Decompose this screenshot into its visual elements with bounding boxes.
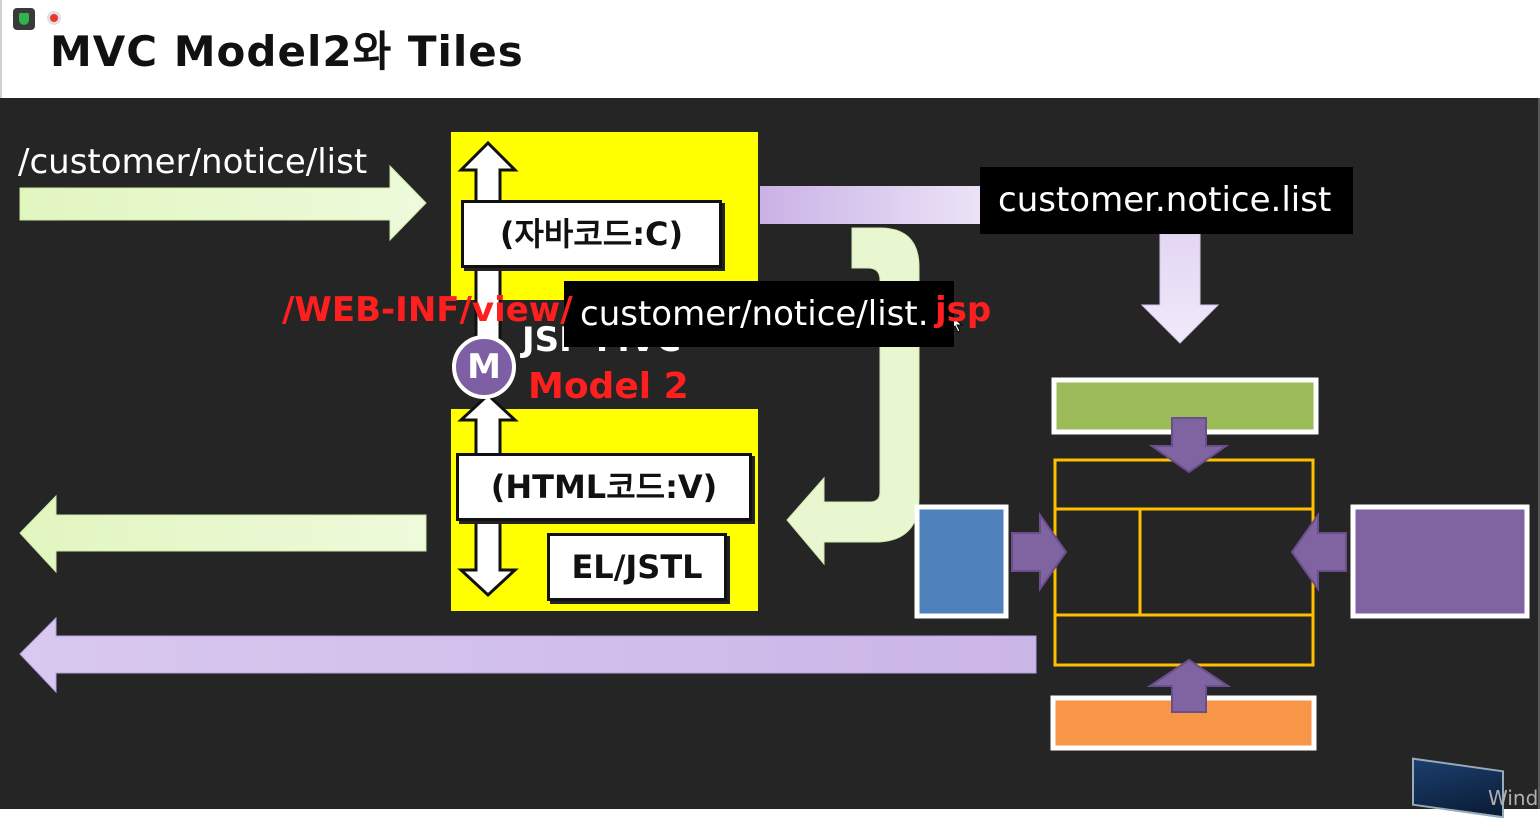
merge-arrow-up	[1146, 658, 1232, 713]
tile-right-content	[1350, 504, 1530, 619]
page-title: MVC Model2와 Tiles	[50, 27, 524, 76]
controller-code-box: (자바코드:C)	[461, 200, 722, 268]
el-jstl-box: EL/JSTL	[547, 533, 727, 601]
forward-uturn-arrow	[786, 227, 920, 566]
model-badge: M	[452, 335, 516, 399]
record-icon[interactable]	[47, 11, 61, 25]
shield-icon[interactable]	[13, 8, 35, 30]
tiles-return-arrow	[19, 616, 1037, 694]
merge-arrow-down	[1148, 417, 1230, 474]
request-arrow	[19, 164, 427, 242]
tiles-definition-box: customer.notice.list	[980, 167, 1353, 234]
view-path-extension: jsp	[935, 290, 992, 330]
taskbar-text: Wind	[1488, 786, 1539, 810]
tiles-name-arrow	[760, 186, 982, 224]
merge-arrow-right	[1011, 511, 1068, 593]
request-url-label: /customer/notice/list	[18, 142, 368, 182]
merge-arrow-left	[1290, 511, 1347, 593]
tiles-down-arrow	[1140, 233, 1220, 344]
slide-edge	[1538, 98, 1540, 809]
model2-label: Model 2	[528, 366, 689, 407]
view-code-box: (HTML코드:V)	[456, 453, 752, 521]
title-bar: MVC Model2와 Tiles	[0, 0, 1540, 98]
view-path-box: customer/notice/list.	[564, 281, 954, 347]
response-arrow	[19, 494, 427, 574]
view-path-prefix: /WEB-INF/view/	[282, 290, 573, 330]
layout-grid	[1053, 458, 1315, 667]
tile-left-menu	[914, 504, 1009, 619]
